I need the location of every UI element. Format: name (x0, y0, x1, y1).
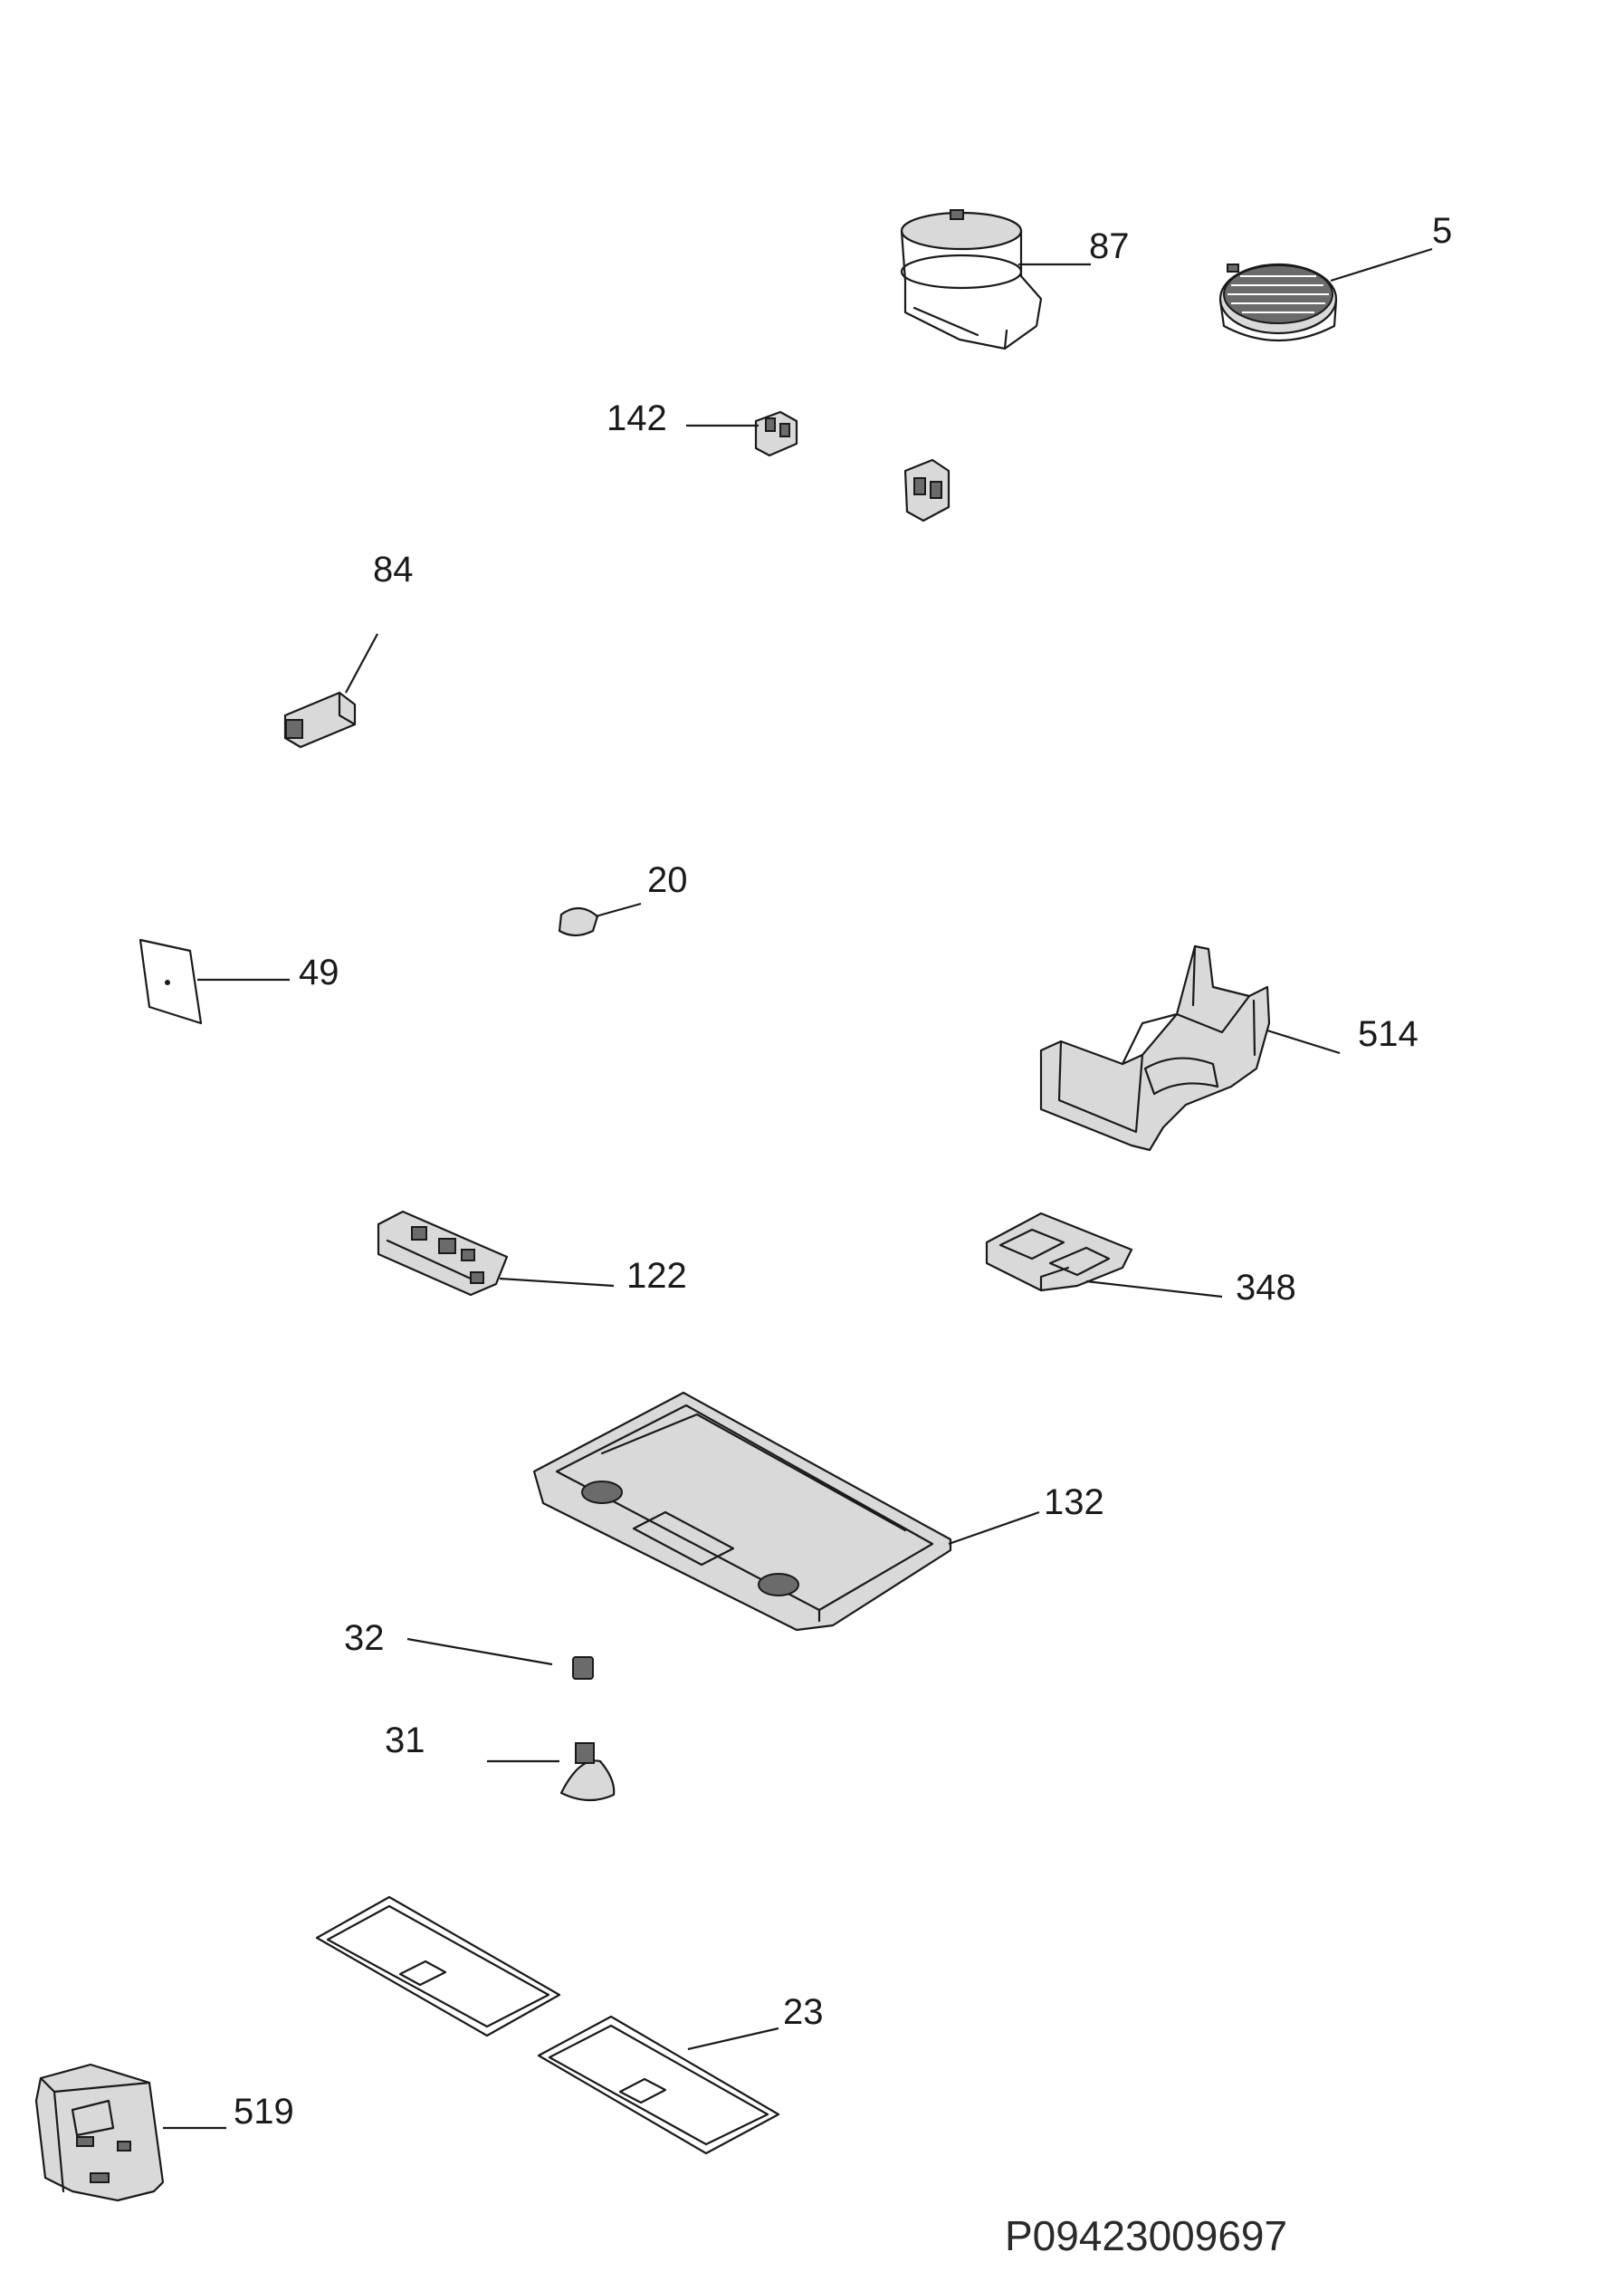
callout-49: 49 (299, 953, 339, 992)
leader-20 (595, 902, 642, 918)
leader-132 (948, 1510, 1040, 1546)
part-23-filter-right (537, 2015, 780, 2155)
leader-348 (1085, 1279, 1223, 1299)
part-132-hood-body (532, 1391, 952, 1632)
callout-348: 348 (1236, 1268, 1296, 1308)
callout-5: 5 (1432, 211, 1452, 251)
callout-519: 519 (234, 2092, 294, 2132)
callout-87: 87 (1089, 226, 1130, 266)
leader-23 (687, 2027, 779, 2051)
document-id: P09423009697 (1005, 2212, 1287, 2259)
part-87-duct-connector (900, 209, 1043, 350)
callout-32: 32 (344, 1618, 385, 1658)
callout-31: 31 (385, 1720, 425, 1760)
leader-lines (163, 247, 1433, 2130)
callout-23: 23 (783, 1992, 824, 2032)
callout-84: 84 (373, 550, 414, 589)
part-unlabeled-switch (903, 458, 951, 522)
part-32-lamp-holder (572, 1656, 594, 1680)
callout-142: 142 (607, 398, 667, 438)
leader-514 (1266, 1029, 1341, 1055)
part-142-clip (754, 410, 798, 457)
callout-514: 514 (1358, 1014, 1419, 1054)
leader-122 (499, 1277, 615, 1288)
part-49-plate (139, 938, 203, 1025)
part-31-lamp (559, 1742, 616, 1802)
part-348-bracket (985, 1212, 1133, 1292)
part-23-filter-left (315, 1895, 561, 2037)
part-122-control-board (377, 1210, 509, 1297)
callout-122: 122 (626, 1256, 687, 1296)
part-20-clamp (558, 906, 599, 937)
leader-32 (406, 1637, 553, 1666)
leader-5 (1330, 247, 1433, 283)
callout-132: 132 (1044, 1482, 1104, 1522)
part-514-housing (1039, 944, 1271, 1152)
leader-84 (345, 633, 378, 694)
part-519-hardware-bag (34, 2063, 165, 2202)
part-84-module (283, 691, 357, 749)
callout-20: 20 (647, 860, 688, 900)
part-5-round-grille (1218, 263, 1338, 342)
